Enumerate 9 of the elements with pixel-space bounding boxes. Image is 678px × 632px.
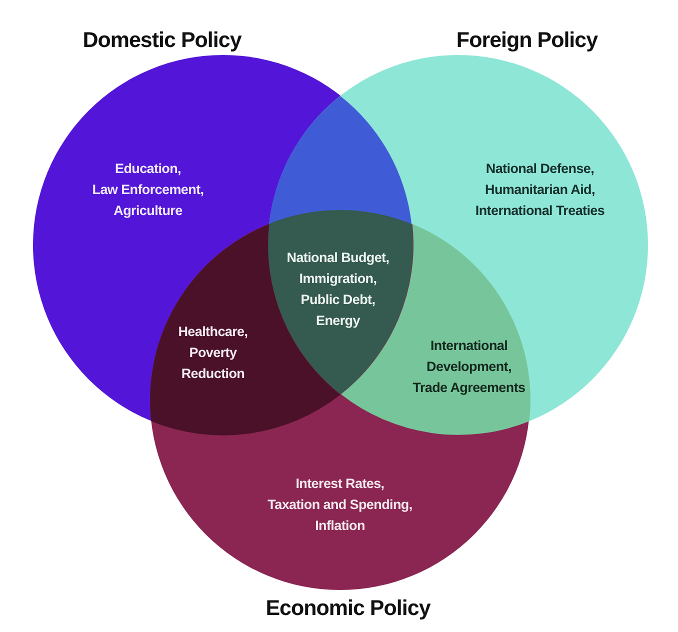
topic-list: National Defense, Humanitarian Aid, International Treaties [475,158,605,221]
topic-list: Interest Rates, Taxation and Spending, Inflation [268,473,412,536]
set-title: Foreign Policy [456,28,598,53]
overlap-text: International Development, Trade Agreements [412,336,526,397]
set-title: Economic Policy [266,596,430,621]
overlap-text: Healthcare, Poverty Reduction [177,322,249,383]
set-title: Domestic Policy [82,28,242,53]
topic-list: Education, Law Enforcement, Agriculture [92,158,204,221]
overlap-text: National Budget, Immigration, Public Debt, Energy [286,248,390,330]
